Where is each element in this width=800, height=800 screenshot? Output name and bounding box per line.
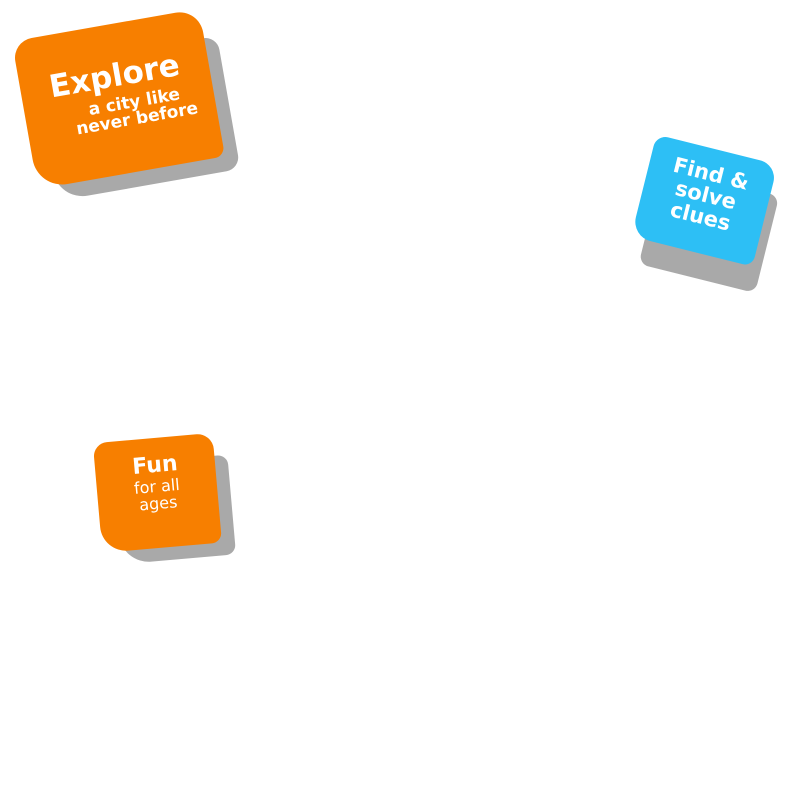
sticker-explore: Explore a city like never before xyxy=(10,0,250,219)
sticker-fun: Fun for all ages xyxy=(92,426,243,573)
sticker-subtitle: for all ages xyxy=(133,475,181,515)
sticker-title: Find & solve clues xyxy=(667,152,752,236)
sticker-find-solve: Find & solve clues xyxy=(624,134,797,300)
sticker-card: Fun for all ages xyxy=(92,432,222,553)
